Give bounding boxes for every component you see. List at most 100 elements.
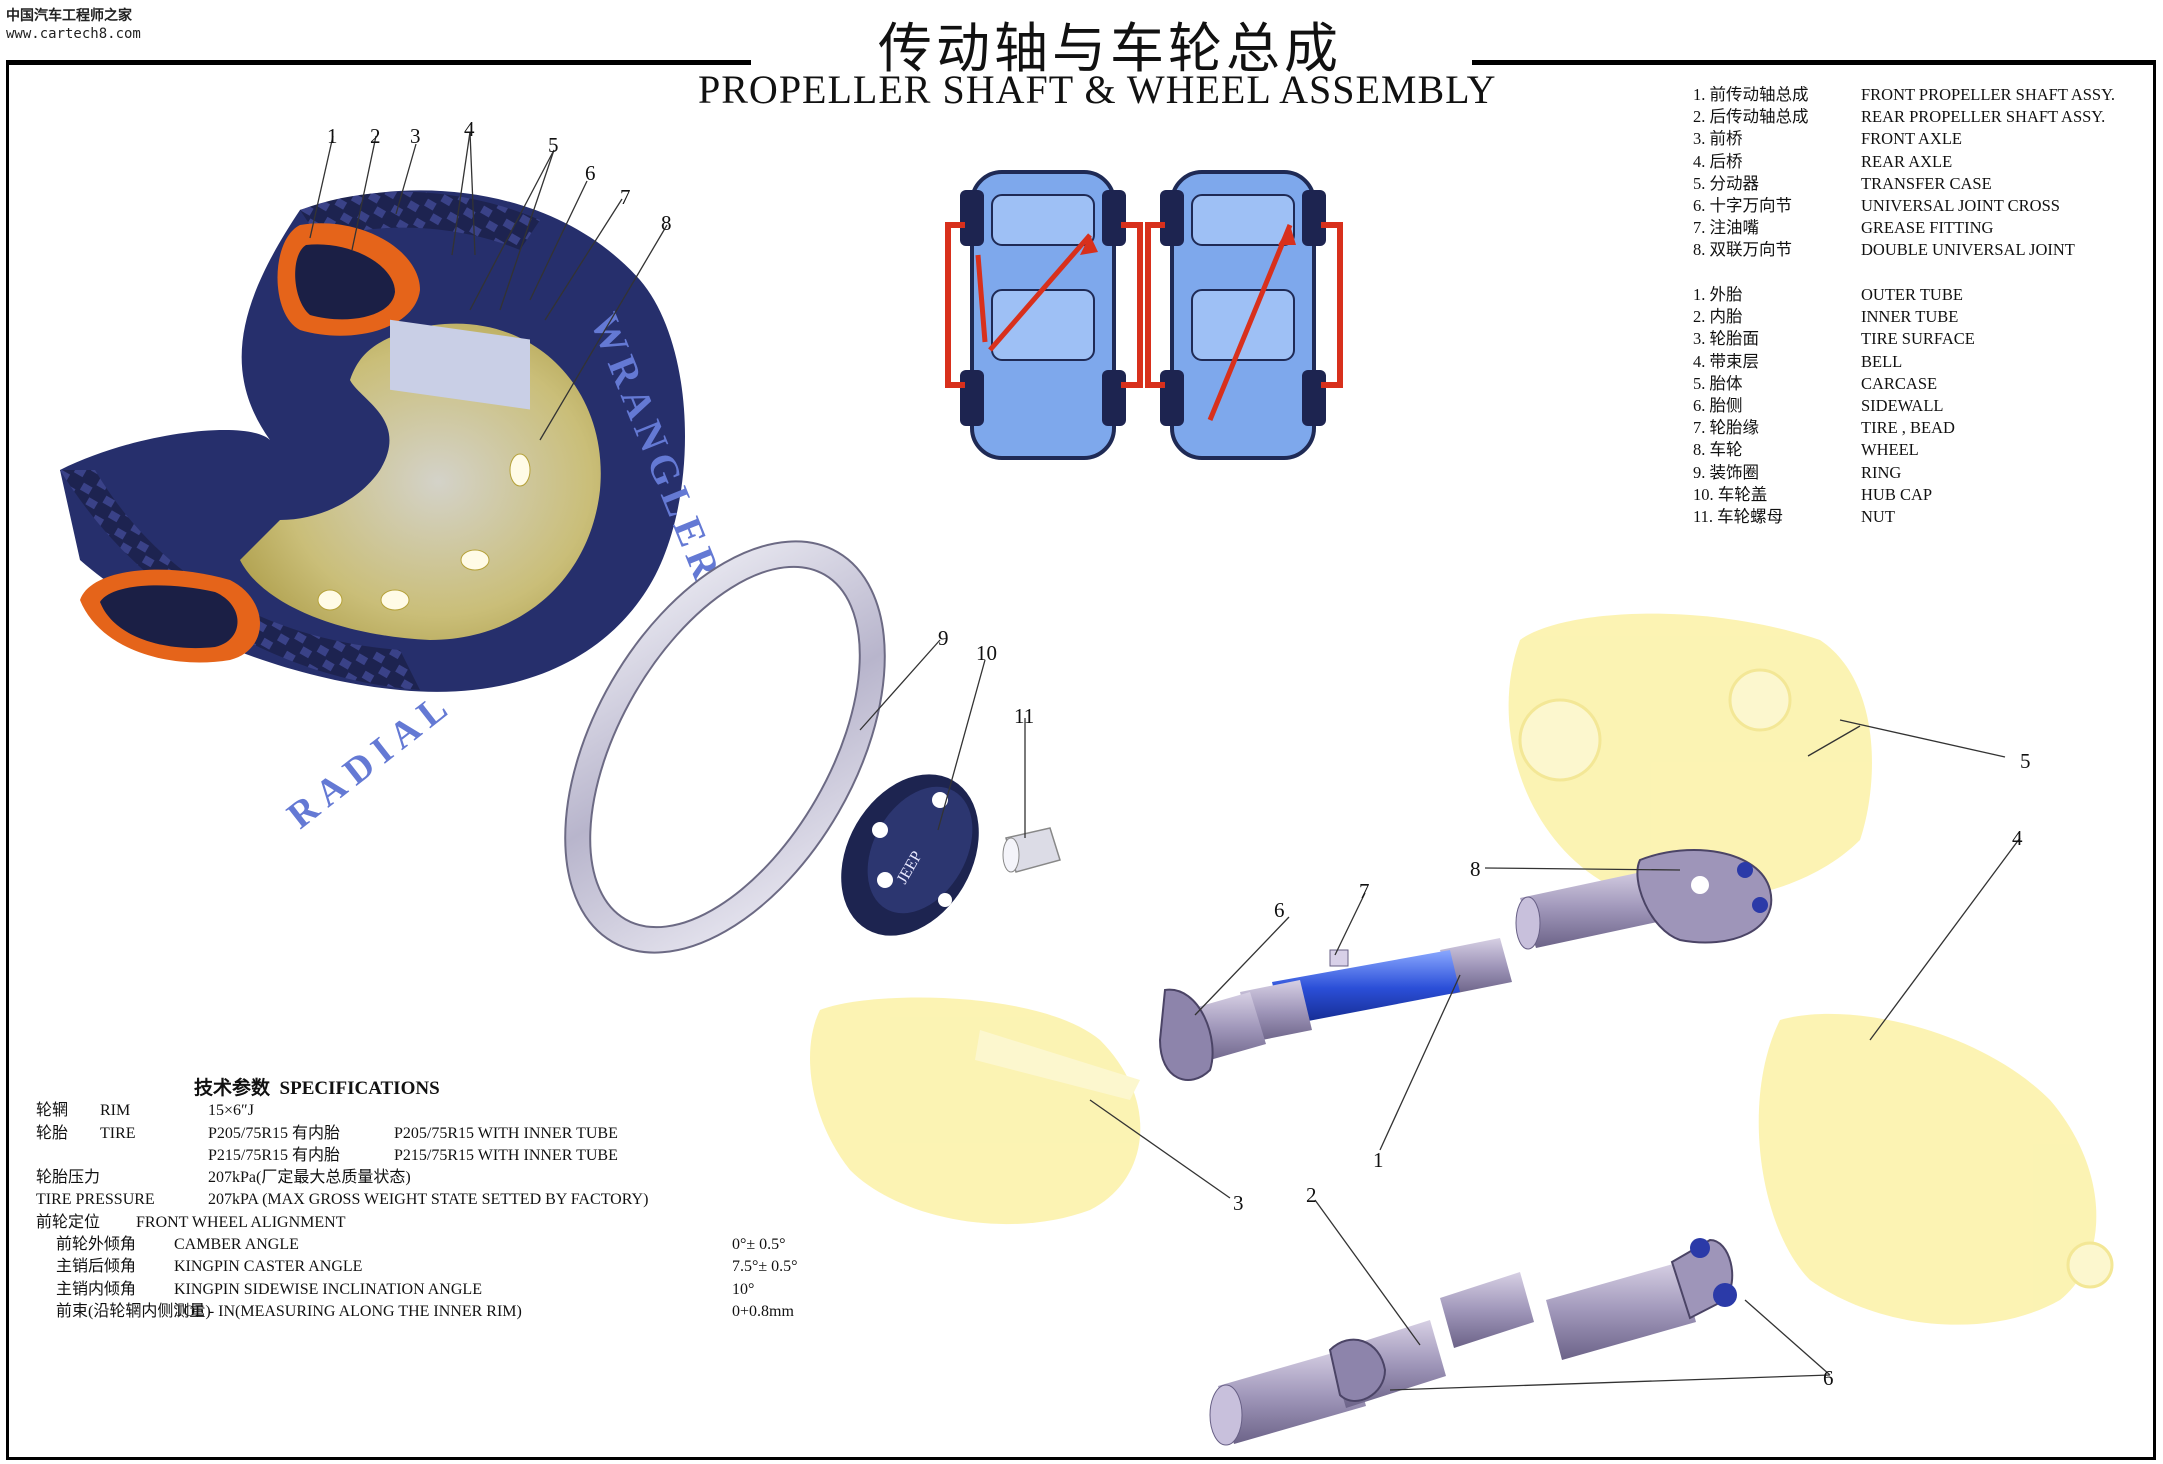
legend-item-cn: 4. 后桥 [1693, 151, 1743, 171]
spec-tire-cn: 轮胎 [36, 1124, 69, 1142]
wheel-nut [1002, 827, 1061, 873]
double-universal-joint [1636, 849, 1773, 944]
spec-alignment-en: KINGPIN SIDEWISE INCLINATION ANGLE [174, 1280, 482, 1298]
legend-item-cn: 8. 双联万向节 [1693, 240, 1792, 260]
legend-item: 7. 注油嘴 GREASE FITTING [1693, 217, 2115, 239]
spec-alignment-cn: 前轮外倾角 [56, 1236, 137, 1254]
legend-item-cn: 1. 前传动轴总成 [1693, 85, 1809, 104]
watermark-name: 中国汽车工程师之家 [6, 8, 132, 24]
spec-alignment-value: 7.5°± 0.5° [732, 1258, 798, 1276]
callout-shaft-1: 1 [1373, 1148, 1384, 1172]
rear-axle [1758, 1013, 2114, 1325]
legend-item: 1. 外胎 OUTER TUBE [1693, 284, 1975, 306]
callout-shaft-2: 2 [1306, 1183, 1317, 1207]
callout-wheel-4: 4 [464, 117, 475, 141]
callout-shaft-7: 7 [1359, 879, 1370, 903]
legend-item: 4. 带束层 BELL [1693, 351, 1975, 373]
legend-item-en: HUB CAP [1861, 484, 1933, 504]
callout-wheel-1: 1 [327, 124, 338, 148]
callout-shaft-6b: 6 [1823, 1366, 1834, 1390]
callout-wheel-9: 9 [938, 626, 949, 650]
spec-alignment-value: 0+0.8mm [732, 1302, 794, 1320]
legend-item-cn: 5. 胎体 [1693, 373, 1743, 393]
title-en: PROPELLER SHAFT & WHEEL ASSEMBLY [698, 67, 1497, 112]
tire-tread [60, 470, 420, 690]
grease-fitting [1329, 949, 1349, 967]
legend-item-cn: 1. 外胎 [1693, 285, 1743, 304]
page-frame [6, 62, 2156, 1460]
legend-item: 10. 车轮盖 HUB CAP [1693, 484, 1975, 506]
spec-alignment-item: 前束(沿轮辋内侧测量)TOE - IN(MEASURING ALONG THE … [36, 1301, 798, 1323]
callout-wheel-11: 11 [1014, 704, 1034, 728]
specifications: 技术参数 SPECIFICATIONS 轮辋 RIM 15×6″J 轮胎 TIR… [36, 1078, 798, 1323]
legend-item-en: DOUBLE UNIVERSAL JOINT [1861, 240, 2075, 260]
legend-item-cn: 4. 带束层 [1693, 351, 1759, 371]
callout-wheel-10: 10 [976, 641, 997, 665]
legend-item: 4. 后桥 REAR AXLE [1693, 151, 2115, 173]
spec-rim-row: 轮辋 RIM 15×6″J [36, 1100, 798, 1122]
carcass-layers [390, 319, 530, 410]
spec-tire-row-1: 轮胎 TIRE P205/75R15 有内胎 P205/75R15 WITH I… [36, 1123, 798, 1145]
legend-item-cn: 11. 车轮螺母 [1693, 507, 1784, 527]
car-rear-drive-diagram [1145, 170, 1343, 460]
spec-pressure-row-2: TIRE PRESSURE 207kPA (MAX GROSS WEIGHT S… [36, 1189, 798, 1211]
callout-shaft-8: 8 [1470, 857, 1481, 881]
watermark-url: www.cartech8.com [6, 26, 141, 42]
spec-alignment-cn: 前轮定位 [36, 1213, 101, 1231]
legend-item-en: BELL [1861, 351, 1903, 371]
legend-item-cn: 10. 车轮盖 [1693, 484, 1768, 504]
watermark: 中国汽车工程师之家 www.cartech8.com [6, 7, 141, 43]
front-propeller-shaft [1158, 849, 1773, 1081]
legend-shaft: 1. 前传动轴总成 FRONT PROPELLER SHAFT ASSY. 2. 后… [1693, 84, 2115, 262]
spec-pressure-en: TIRE PRESSURE [36, 1191, 155, 1209]
legend-item-cn: 6. 胎侧 [1693, 396, 1743, 416]
callout-wheel-5: 5 [548, 133, 559, 157]
spec-alignment-en: CAMBER ANGLE [174, 1236, 299, 1254]
legend-item-en: GREASE FITTING [1861, 218, 1994, 238]
trim-ring [564, 541, 886, 953]
spec-alignment-cn: 前束(沿轮辋内侧测量) [56, 1302, 211, 1320]
car-front-drive-diagram [945, 170, 1143, 460]
spec-tire-en: TIRE [100, 1124, 136, 1142]
spec-alignment-row: 前轮定位 FRONT WHEEL ALIGNMENT [36, 1212, 798, 1234]
callout-shaft-3: 3 [1233, 1191, 1244, 1215]
legend-item-en: NUT [1861, 507, 1895, 527]
legend-item-en: TRANSFER CASE [1861, 173, 1992, 193]
legend-item-cn: 2. 后传动轴总成 [1693, 107, 1809, 127]
title-cn: 传动轴与车轮总成 [878, 17, 1342, 80]
legend-item-en: FRONT PROPELLER SHAFT ASSY. [1861, 85, 2116, 104]
legend-item-en: REAR AXLE [1861, 151, 1953, 171]
legend-item-cn: 2. 内胎 [1693, 307, 1743, 327]
spec-alignment-en: TOE - IN(MEASURING ALONG THE INNER RIM) [174, 1302, 522, 1320]
legend-item: 5. 胎体 CARCASE [1693, 373, 1975, 395]
legend-item-cn: 5. 分动器 [1693, 173, 1759, 193]
legend-item-en: UNIVERSAL JOINT CROSS [1861, 196, 2060, 216]
callout-wheel-3: 3 [410, 124, 421, 148]
callout-shaft-5: 5 [2020, 749, 2031, 773]
callout-wheel-7: 7 [620, 185, 631, 209]
legend-item-en: TIRE , BEAD [1861, 418, 1955, 438]
legend-item-en: OUTER TUBE [1861, 285, 1963, 304]
callout-wheel-8: 8 [661, 211, 672, 235]
legend-item: 11. 车轮螺母 NUT [1693, 506, 1975, 528]
top-rule-right [1472, 60, 2156, 65]
spec-alignment-cn: 主销后倾角 [56, 1258, 137, 1276]
callout-shaft-6a: 6 [1274, 898, 1285, 922]
hub-cap: JEEP [841, 774, 979, 936]
legend-item: 8. 双联万向节 DOUBLE UNIVERSAL JOINT [1693, 239, 2115, 261]
callout-wheel-2: 2 [370, 124, 381, 148]
legend-item-cn: 7. 注油嘴 [1693, 218, 1759, 238]
spec-alignment-en: FRONT WHEEL ALIGNMENT [136, 1213, 346, 1231]
tire-tread-top [300, 191, 540, 250]
legend-item-en: CARCASE [1861, 373, 1938, 393]
spec-title: 技术参数 SPECIFICATIONS [36, 1078, 798, 1100]
